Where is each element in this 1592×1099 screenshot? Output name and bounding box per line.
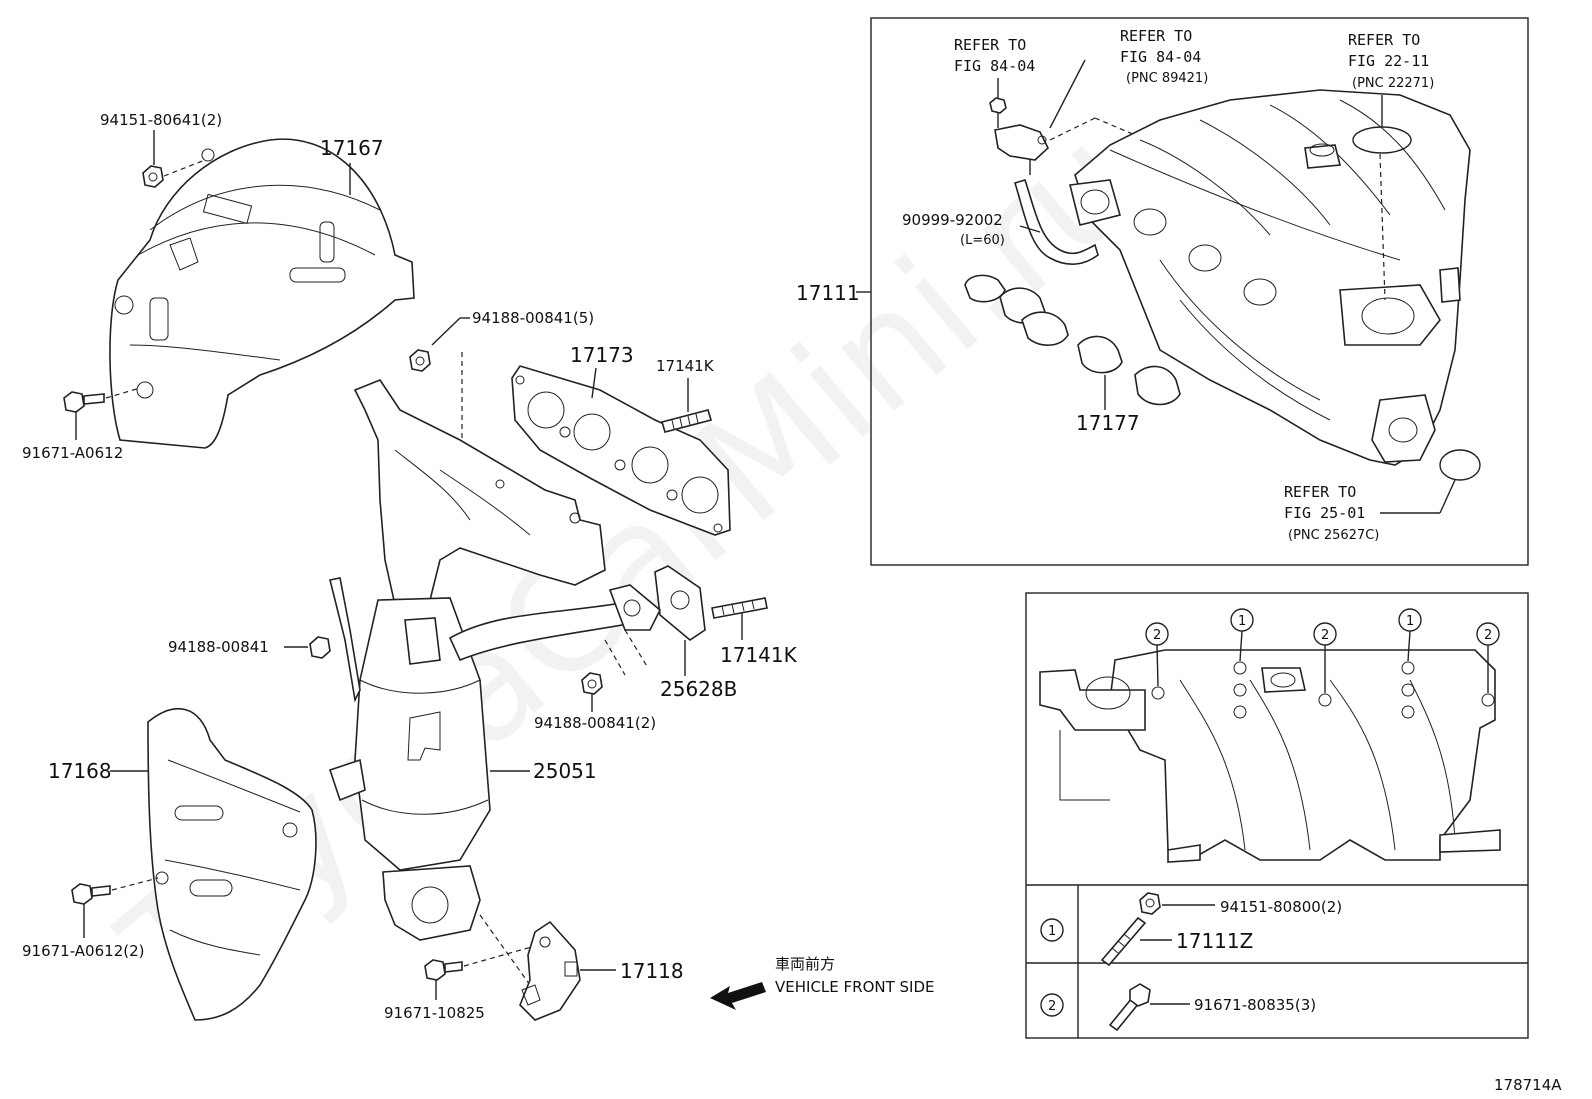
direction-en: VEHICLE FRONT SIDE (775, 978, 935, 996)
nut-94151-80800 (1139, 892, 1161, 915)
stud-17141k-mid (711, 597, 768, 619)
svg-text:1: 1 (1406, 614, 1414, 629)
label-94151-80800: 94151-80800(2) (1220, 898, 1342, 916)
intake-manifold-17111 (1069, 89, 1471, 466)
bolt-location-panel (1025, 592, 1529, 1039)
ref4-line1: REFER TO (1284, 483, 1356, 501)
legend-marker-1: 1 (1040, 918, 1064, 942)
nut-94188-00841-5 (409, 349, 431, 372)
label-17111z: 17111Z (1176, 929, 1253, 953)
figure-id: 178714A (1494, 1076, 1562, 1094)
label-91671-a0612-2: 91671-A0612(2) (22, 942, 144, 960)
label-17141k-top: 17141K (656, 357, 715, 375)
stud-17111z (1100, 916, 1147, 967)
svg-text:1: 1 (1238, 614, 1246, 629)
label-17141k-mid: 17141K (720, 643, 798, 667)
label-90999-length: (L=60) (960, 233, 1005, 248)
label-17173: 17173 (570, 343, 634, 367)
bolt-91671-a0612 (63, 391, 105, 413)
bolt-91671-80835 (1108, 983, 1151, 1032)
callout-a: 2 (1145, 622, 1169, 687)
gasket-17173 (511, 365, 731, 536)
callout-c: 2 (1313, 622, 1337, 693)
callout-d: 1 (1398, 608, 1422, 662)
label-91671-a0612: 91671-A0612 (22, 444, 123, 462)
svg-text:2: 2 (1048, 999, 1056, 1014)
svg-text:2: 2 (1153, 628, 1161, 643)
nut-94188-00841-2 (581, 672, 603, 695)
svg-text:1: 1 (1048, 924, 1056, 939)
ref1-line2: FIG 84-04 (954, 57, 1035, 75)
ref3-line3: (PNC 22271) (1352, 76, 1434, 91)
gasket-25628b (608, 565, 706, 641)
sensor-bracket (989, 97, 1049, 175)
ref4-line3: (PNC 25627C) (1288, 528, 1379, 543)
label-94151-80641: 94151-80641(2) (100, 111, 222, 129)
gasket-17177 (964, 274, 1181, 406)
intake-manifold-front-view (1039, 649, 1501, 863)
svg-text:2: 2 (1321, 628, 1329, 643)
ref4-line2: FIG 25-01 (1284, 504, 1365, 522)
label-94188-00841-5: 94188-00841(5) (472, 309, 594, 327)
stud-17141k-top (660, 409, 713, 433)
label-17177: 17177 (1076, 411, 1140, 435)
nut-94188-00841 (309, 636, 331, 659)
ref1-line1: REFER TO (954, 36, 1026, 54)
ref2-line2: FIG 84-04 (1120, 48, 1201, 66)
heat-insulator-upper (109, 138, 415, 449)
ref2-line1: REFER TO (1120, 27, 1192, 45)
direction-jp: 車両前方 (775, 955, 835, 973)
exhaust-manifold-converter-25051 (328, 379, 652, 941)
label-17168: 17168 (48, 759, 112, 783)
label-91671-80835: 91671-80835(3) (1194, 996, 1316, 1014)
bracket-17118 (519, 920, 581, 1021)
ref3-line2: FIG 22-11 (1348, 52, 1429, 70)
ref2-line3: (PNC 89421) (1126, 71, 1208, 86)
gasket-25627c (1439, 449, 1481, 481)
label-17167: 17167 (320, 136, 384, 160)
callout-e: 2 (1476, 622, 1500, 693)
heat-insulator-lower (147, 707, 317, 1021)
label-90999-92002: 90999-92002 (902, 211, 1003, 229)
svg-text:2: 2 (1484, 628, 1492, 643)
callout-b: 1 (1230, 608, 1254, 662)
legend-marker-2: 2 (1040, 993, 1064, 1017)
nut-94151-80641 (142, 165, 164, 188)
label-17118: 17118 (620, 959, 684, 983)
ref3-line1: REFER TO (1348, 31, 1420, 49)
label-25051: 25051 (533, 759, 597, 783)
label-91671-10825: 91671-10825 (384, 1004, 485, 1022)
bolt-91671-a0612-2 (71, 883, 111, 905)
bolt-91671-10825 (424, 959, 463, 981)
vehicle-front-arrow (710, 982, 766, 1010)
label-25628b: 25628B (660, 677, 737, 701)
vacuum-hose (1013, 179, 1099, 265)
label-94188-00841: 94188-00841 (168, 638, 269, 656)
label-17111: 17111 (796, 281, 860, 305)
label-94188-00841-2: 94188-00841(2) (534, 714, 656, 732)
